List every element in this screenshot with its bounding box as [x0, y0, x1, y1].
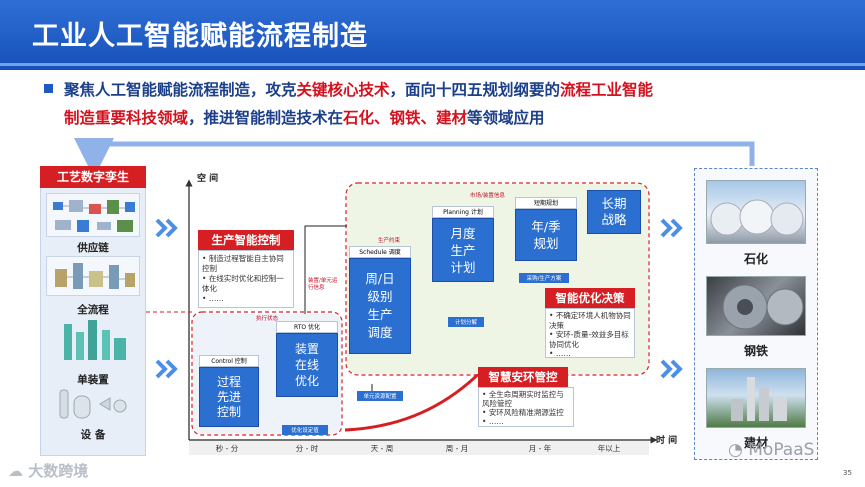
- plan-decomp-tag: 计划分解: [448, 317, 484, 327]
- digital-twin-header: 工艺数字孪生: [40, 166, 146, 188]
- device-thumbnail: [52, 386, 134, 420]
- decision-bullet: • ……: [549, 349, 571, 358]
- headline-text: 聚焦人工智能赋能流程制造，攻克: [64, 81, 297, 99]
- building-materials-photo: [706, 368, 806, 428]
- watermark-left-text: 大数跨境: [28, 462, 89, 480]
- page-number: 35: [843, 469, 852, 477]
- planning-box: 月度 生产 计划: [432, 218, 494, 282]
- watermark-icon: ☁: [8, 462, 29, 480]
- purchase-tag: 采购/生产方案: [519, 273, 569, 283]
- rto-box: 装置 在线 优化: [276, 333, 338, 397]
- steel-label: 钢铁: [743, 344, 768, 358]
- chevron-right-icon: [660, 218, 683, 238]
- optimize-value-tag: 优化设定值: [282, 425, 328, 435]
- bullet-text: 不确定环境人机物协同决策: [549, 311, 631, 330]
- safety-card: • 全生命周期实时监控与风险管控 • 安环风险精准溯源监控 • ……: [478, 387, 574, 427]
- short-plan-tag: 短期规划: [515, 197, 577, 209]
- watermark-left: ☁ 大数跨境: [8, 460, 88, 481]
- supply-chain-thumbnail: [46, 193, 140, 237]
- time-tick: 周 - 月: [445, 444, 469, 453]
- x-axis-label: 时 间: [656, 436, 678, 446]
- control-tag: Control 控制: [199, 355, 259, 367]
- device-label: 设 备: [80, 429, 106, 441]
- safety-bullet: • 安环风险精准溯源监控: [482, 408, 564, 417]
- y-axis-label: 空 间: [197, 174, 219, 184]
- strategy-box: 长期 战略: [587, 190, 641, 234]
- unit-alloc-tag: 单元资源配置: [357, 391, 403, 401]
- chevron-right-icon: [155, 218, 178, 238]
- petrochemical-photo: [706, 180, 806, 244]
- time-tick: 天 - 周: [370, 444, 394, 453]
- time-axis-bar: [189, 441, 649, 455]
- bullet-text: 安环风险精准溯源监控: [488, 408, 564, 417]
- page-title: 工业人工智能赋能流程制造: [32, 21, 368, 52]
- headline-highlight: 石化、钢铁、建材: [343, 109, 468, 127]
- building-materials-label: 建材: [743, 436, 768, 450]
- safety-header: 智慧安环管控: [478, 367, 568, 387]
- schedule-box: 周/日 级别 生产 调度: [349, 258, 411, 354]
- bullet-text: ……: [555, 349, 571, 358]
- headline-line-1: 聚焦人工智能赋能流程制造，攻克关键核心技术，面向十四五规划纲要的流程工业智能: [64, 78, 653, 100]
- headline-highlight: 制造重要科技领域: [64, 109, 189, 127]
- headline-text: ，推进智能制造技术在: [188, 109, 344, 127]
- headline-highlight: 关键核心技术: [296, 81, 390, 99]
- exec-state-label: 执行状态: [256, 316, 279, 322]
- headline-text: ，面向十四五规划纲要的: [389, 81, 561, 99]
- market-info-label: 市场/装置信息: [470, 193, 505, 199]
- bullet-text: ……: [488, 417, 504, 426]
- unit-equipment-thumbnail: [50, 318, 136, 364]
- schedule-tag: Schedule 调度: [349, 246, 411, 258]
- headline-line-2: 制造重要科技领域，推进智能制造技术在石化、钢铁、建材等领域应用: [64, 106, 545, 128]
- petrochemical-label: 石化: [743, 252, 768, 266]
- supply-chain-label: 供应链: [77, 242, 109, 254]
- unit-label: 单装置: [77, 374, 109, 386]
- bullet-text: 全生命周期实时监控与风险管控: [482, 390, 564, 408]
- time-tick: 秒 - 分: [215, 444, 239, 453]
- short-plan-box: 年/季 规划: [515, 209, 577, 261]
- planning-tag: Planning 计划: [432, 206, 494, 218]
- bullet-text: 制造过程智能自主协同控制: [202, 254, 284, 273]
- watermark-right-text: MoPaaS: [748, 440, 815, 460]
- chevron-right-icon: [155, 359, 178, 379]
- production-control-bullet: • 在线实时优化和控制一体化: [202, 274, 284, 293]
- decision-bullet: • 安环-质量-效益多目标协同优化: [549, 330, 629, 349]
- production-control-bullet: • 制造过程智能自主协同控制: [202, 254, 284, 273]
- title-bar: 工业人工智能赋能流程制造: [0, 0, 865, 70]
- bullet-square: [44, 84, 53, 93]
- decision-card: • 不确定环境人机物协同决策 • 安环-质量-效益多目标协同优化 • ……: [545, 308, 635, 358]
- headline-text: 等领域应用: [467, 109, 545, 127]
- production-control-card: • 制造过程智能自主协同控制 • 在线实时优化和控制一体化 • ……: [198, 250, 294, 308]
- time-tick: 年以上: [597, 444, 621, 453]
- control-box: 过程 先进 控制: [199, 367, 259, 427]
- safety-bullet: • 全生命周期实时监控与风险管控: [482, 390, 564, 408]
- device-state-label: 装置/单元运行信息: [308, 278, 338, 291]
- title-underline: [0, 63, 865, 66]
- bullet-text: 安环-质量-效益多目标协同优化: [549, 330, 629, 349]
- time-tick: 月 - 年: [528, 444, 552, 453]
- decision-header: 智能优化决策: [545, 288, 635, 308]
- headline-highlight: 流程工业智能: [560, 81, 654, 99]
- production-control-header: 生产智能控制: [198, 230, 294, 250]
- prod-constraint-label: 生产约束: [378, 238, 401, 244]
- decision-bullet: • 不确定环境人机物协同决策: [549, 311, 631, 330]
- bullet-text: ……: [208, 294, 224, 303]
- rto-tag: RTO 优化: [276, 321, 338, 333]
- safety-bullet: • ……: [482, 417, 504, 426]
- wechat-icon: ◔: [728, 440, 749, 460]
- full-process-thumbnail: [46, 256, 140, 296]
- bullet-text: 在线实时优化和控制一体化: [202, 274, 284, 293]
- chevron-right-icon: [660, 359, 683, 379]
- steel-photo: [706, 276, 806, 336]
- watermark-right: ◔ MoPaaS: [728, 440, 814, 460]
- full-process-label: 全流程: [77, 304, 109, 316]
- time-tick: 分 - 时: [295, 444, 319, 453]
- production-control-bullet: • ……: [202, 294, 224, 303]
